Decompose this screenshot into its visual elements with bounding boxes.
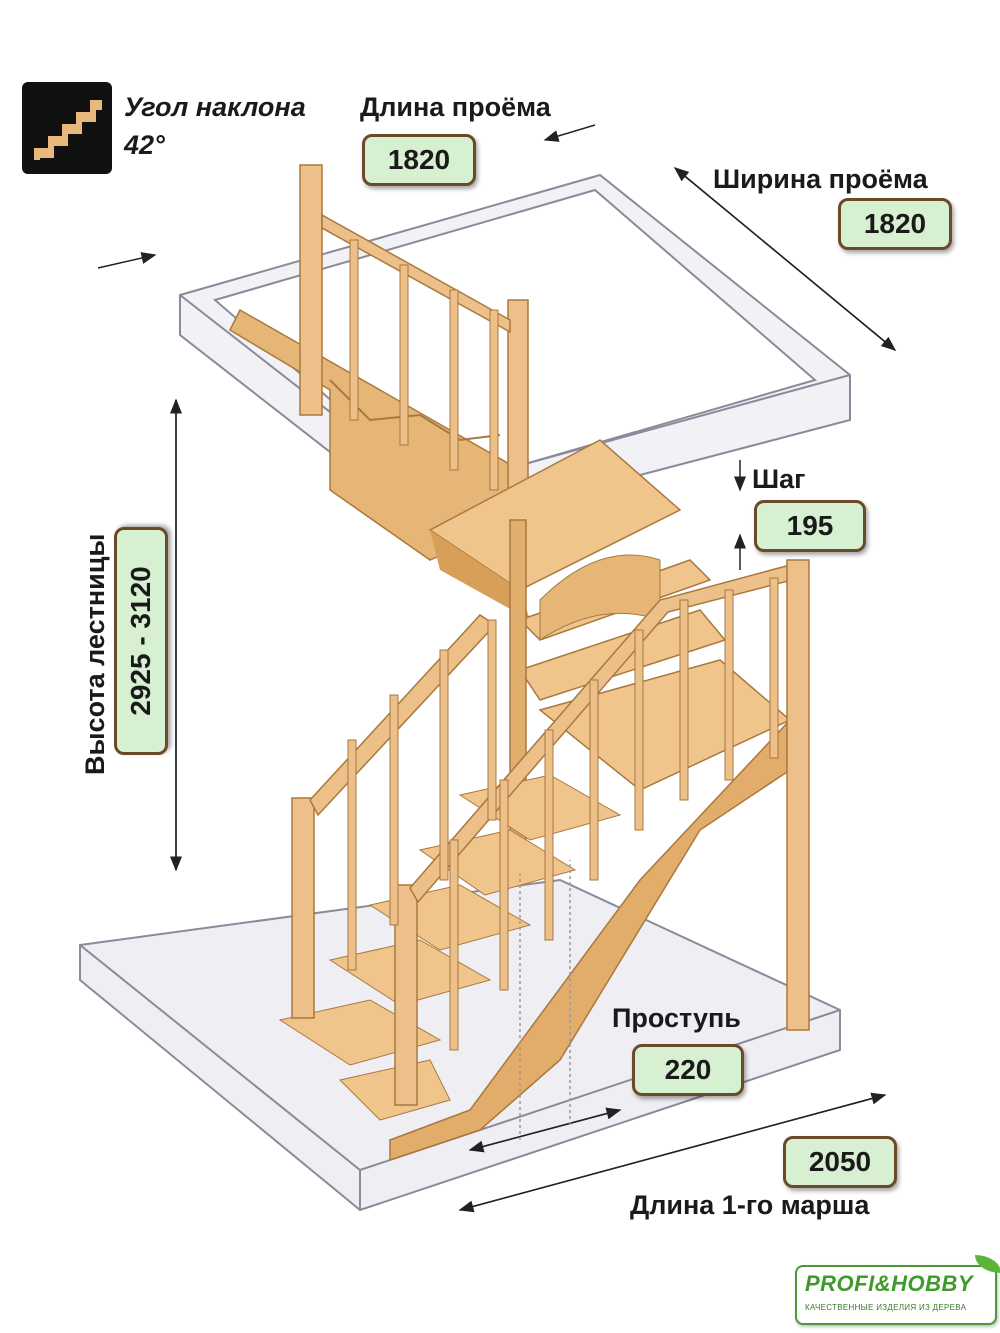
opening-width-label: Ширина проёма — [713, 164, 928, 194]
stair-height-label: Высота лестницы — [80, 533, 110, 775]
step-label: Шаг — [752, 464, 806, 494]
opening-length-badge: 1820 — [362, 134, 476, 186]
upper-flight — [229, 164, 529, 561]
profi-hobby-logo: PROFI&HOBBY КАЧЕСТВЕННЫЕ ИЗДЕЛИЯ ИЗ ДЕРЕ… — [795, 1255, 1000, 1325]
tread-badge: 220 — [632, 1044, 744, 1096]
stairs-incline-icon — [22, 82, 112, 174]
first-flight-length-badge: 2050 — [783, 1136, 897, 1188]
incline-label: Угол наклона — [124, 92, 306, 122]
opening-length-label: Длина проёма — [360, 92, 551, 122]
stair-height-badge: 2925 - 3120 — [114, 527, 168, 755]
step-badge: 195 — [754, 500, 866, 552]
logo-brand: PROFI&HOBBY — [805, 1271, 974, 1296]
logo-tagline: КАЧЕСТВЕННЫЕ ИЗДЕЛИЯ ИЗ ДЕРЕВА — [805, 1303, 967, 1312]
tread-label: Проступь — [612, 1003, 741, 1033]
dimension-lines — [97, 124, 897, 1213]
incline-value: 42° — [124, 130, 165, 160]
opening-width-badge: 1820 — [838, 198, 952, 250]
first-flight-length-label: Длина 1-го марша — [630, 1190, 870, 1220]
lower-flight — [278, 559, 810, 1162]
